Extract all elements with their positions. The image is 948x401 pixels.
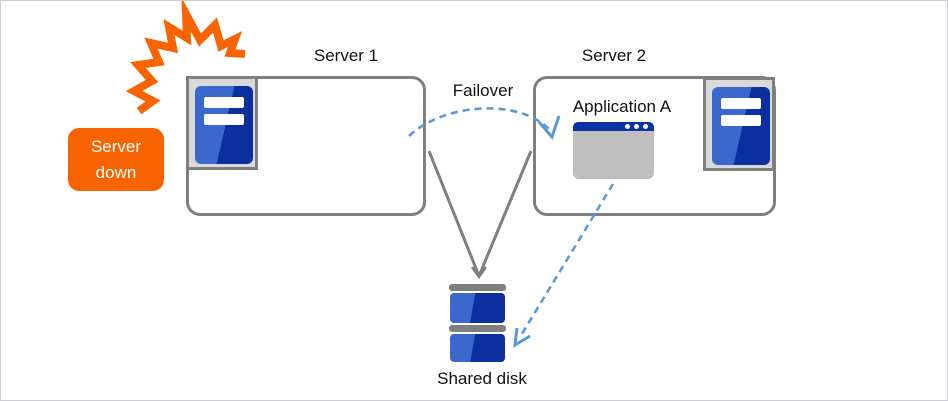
disk-unit xyxy=(450,334,505,362)
server-down-line2: down xyxy=(95,162,137,182)
failover-arrow xyxy=(408,107,553,137)
server1-icon xyxy=(186,76,258,170)
disk-bar xyxy=(449,284,506,291)
application-label: Application A xyxy=(572,97,672,116)
server-down-line1: Server xyxy=(90,136,142,156)
server-down-badge: Server down xyxy=(68,128,164,191)
app-to-disk-arrowhead xyxy=(513,327,531,348)
window-dot-icon xyxy=(634,124,639,129)
tower-slot xyxy=(204,97,244,108)
shared-disk-label: Shared disk xyxy=(437,369,527,388)
window-body xyxy=(573,131,654,179)
server1-label: Server 1 xyxy=(313,46,379,65)
server2-icon xyxy=(703,77,775,171)
server-tower-icon xyxy=(195,86,253,164)
server2-label: Server 2 xyxy=(581,46,647,65)
disk-unit xyxy=(450,293,505,323)
disk-line-arrowhead xyxy=(470,266,488,280)
failover-label: Failover xyxy=(452,81,514,100)
window-titlebar xyxy=(573,122,654,131)
server2-disk-line xyxy=(477,150,533,277)
window-dot-icon xyxy=(625,124,630,129)
tower-slot xyxy=(721,115,761,126)
tower-slot xyxy=(721,98,761,109)
disk-bar xyxy=(449,325,506,332)
server1-disk-line xyxy=(427,150,481,277)
shared-disk-icon xyxy=(449,284,506,362)
tower-slot xyxy=(204,114,244,125)
server-tower-icon xyxy=(712,87,770,165)
window-dot-icon xyxy=(643,124,648,129)
application-window-icon xyxy=(573,122,654,179)
